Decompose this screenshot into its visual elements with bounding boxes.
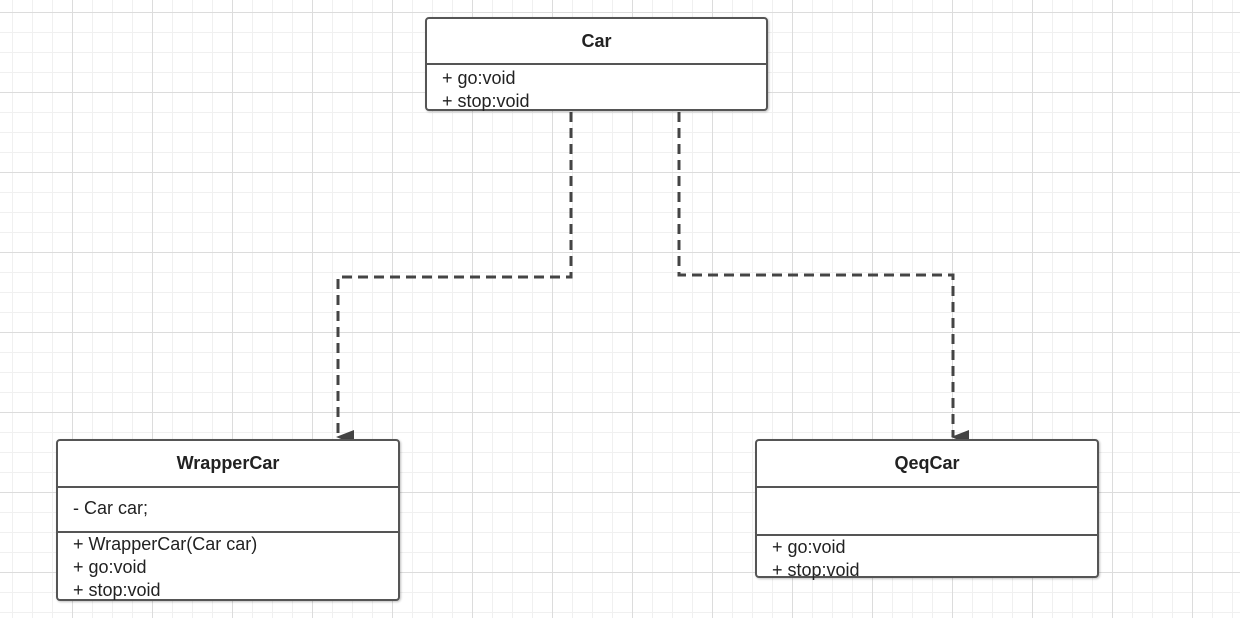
operation: + go:void [442,68,516,88]
operation: + stop:void [772,560,860,580]
operation: + stop:void [442,91,530,111]
class-qeqcar[interactable]: QeqCar + go:void + stop:void [755,439,1099,580]
class-car[interactable]: Car + go:void + stop:void [425,17,768,111]
class-wrappercar-operations: + WrapperCar(Car car) + go:void + stop:v… [58,531,398,602]
class-qeqcar-attributes [757,486,1097,534]
class-car-title: Car [581,31,612,51]
relation-car-to-wrappercar[interactable] [336,112,573,444]
class-wrappercar-attributes: - Car car; [58,486,398,531]
operation: + go:void [772,537,846,557]
attribute: - Car car; [73,498,149,518]
class-qeqcar-operations: + go:void + stop:void [757,534,1097,582]
class-wrappercar[interactable]: WrapperCar - Car car; + WrapperCar(Car c… [56,439,400,601]
class-car-operations: + go:void + stop:void [427,63,766,113]
operation: + stop:void [73,580,161,600]
operation: + go:void [73,557,147,577]
operation: + WrapperCar(Car car) [73,534,258,554]
class-qeqcar-title: QeqCar [894,453,960,473]
relation-car-to-qeqcar[interactable] [677,112,969,444]
class-wrappercar-title: WrapperCar [176,453,280,473]
